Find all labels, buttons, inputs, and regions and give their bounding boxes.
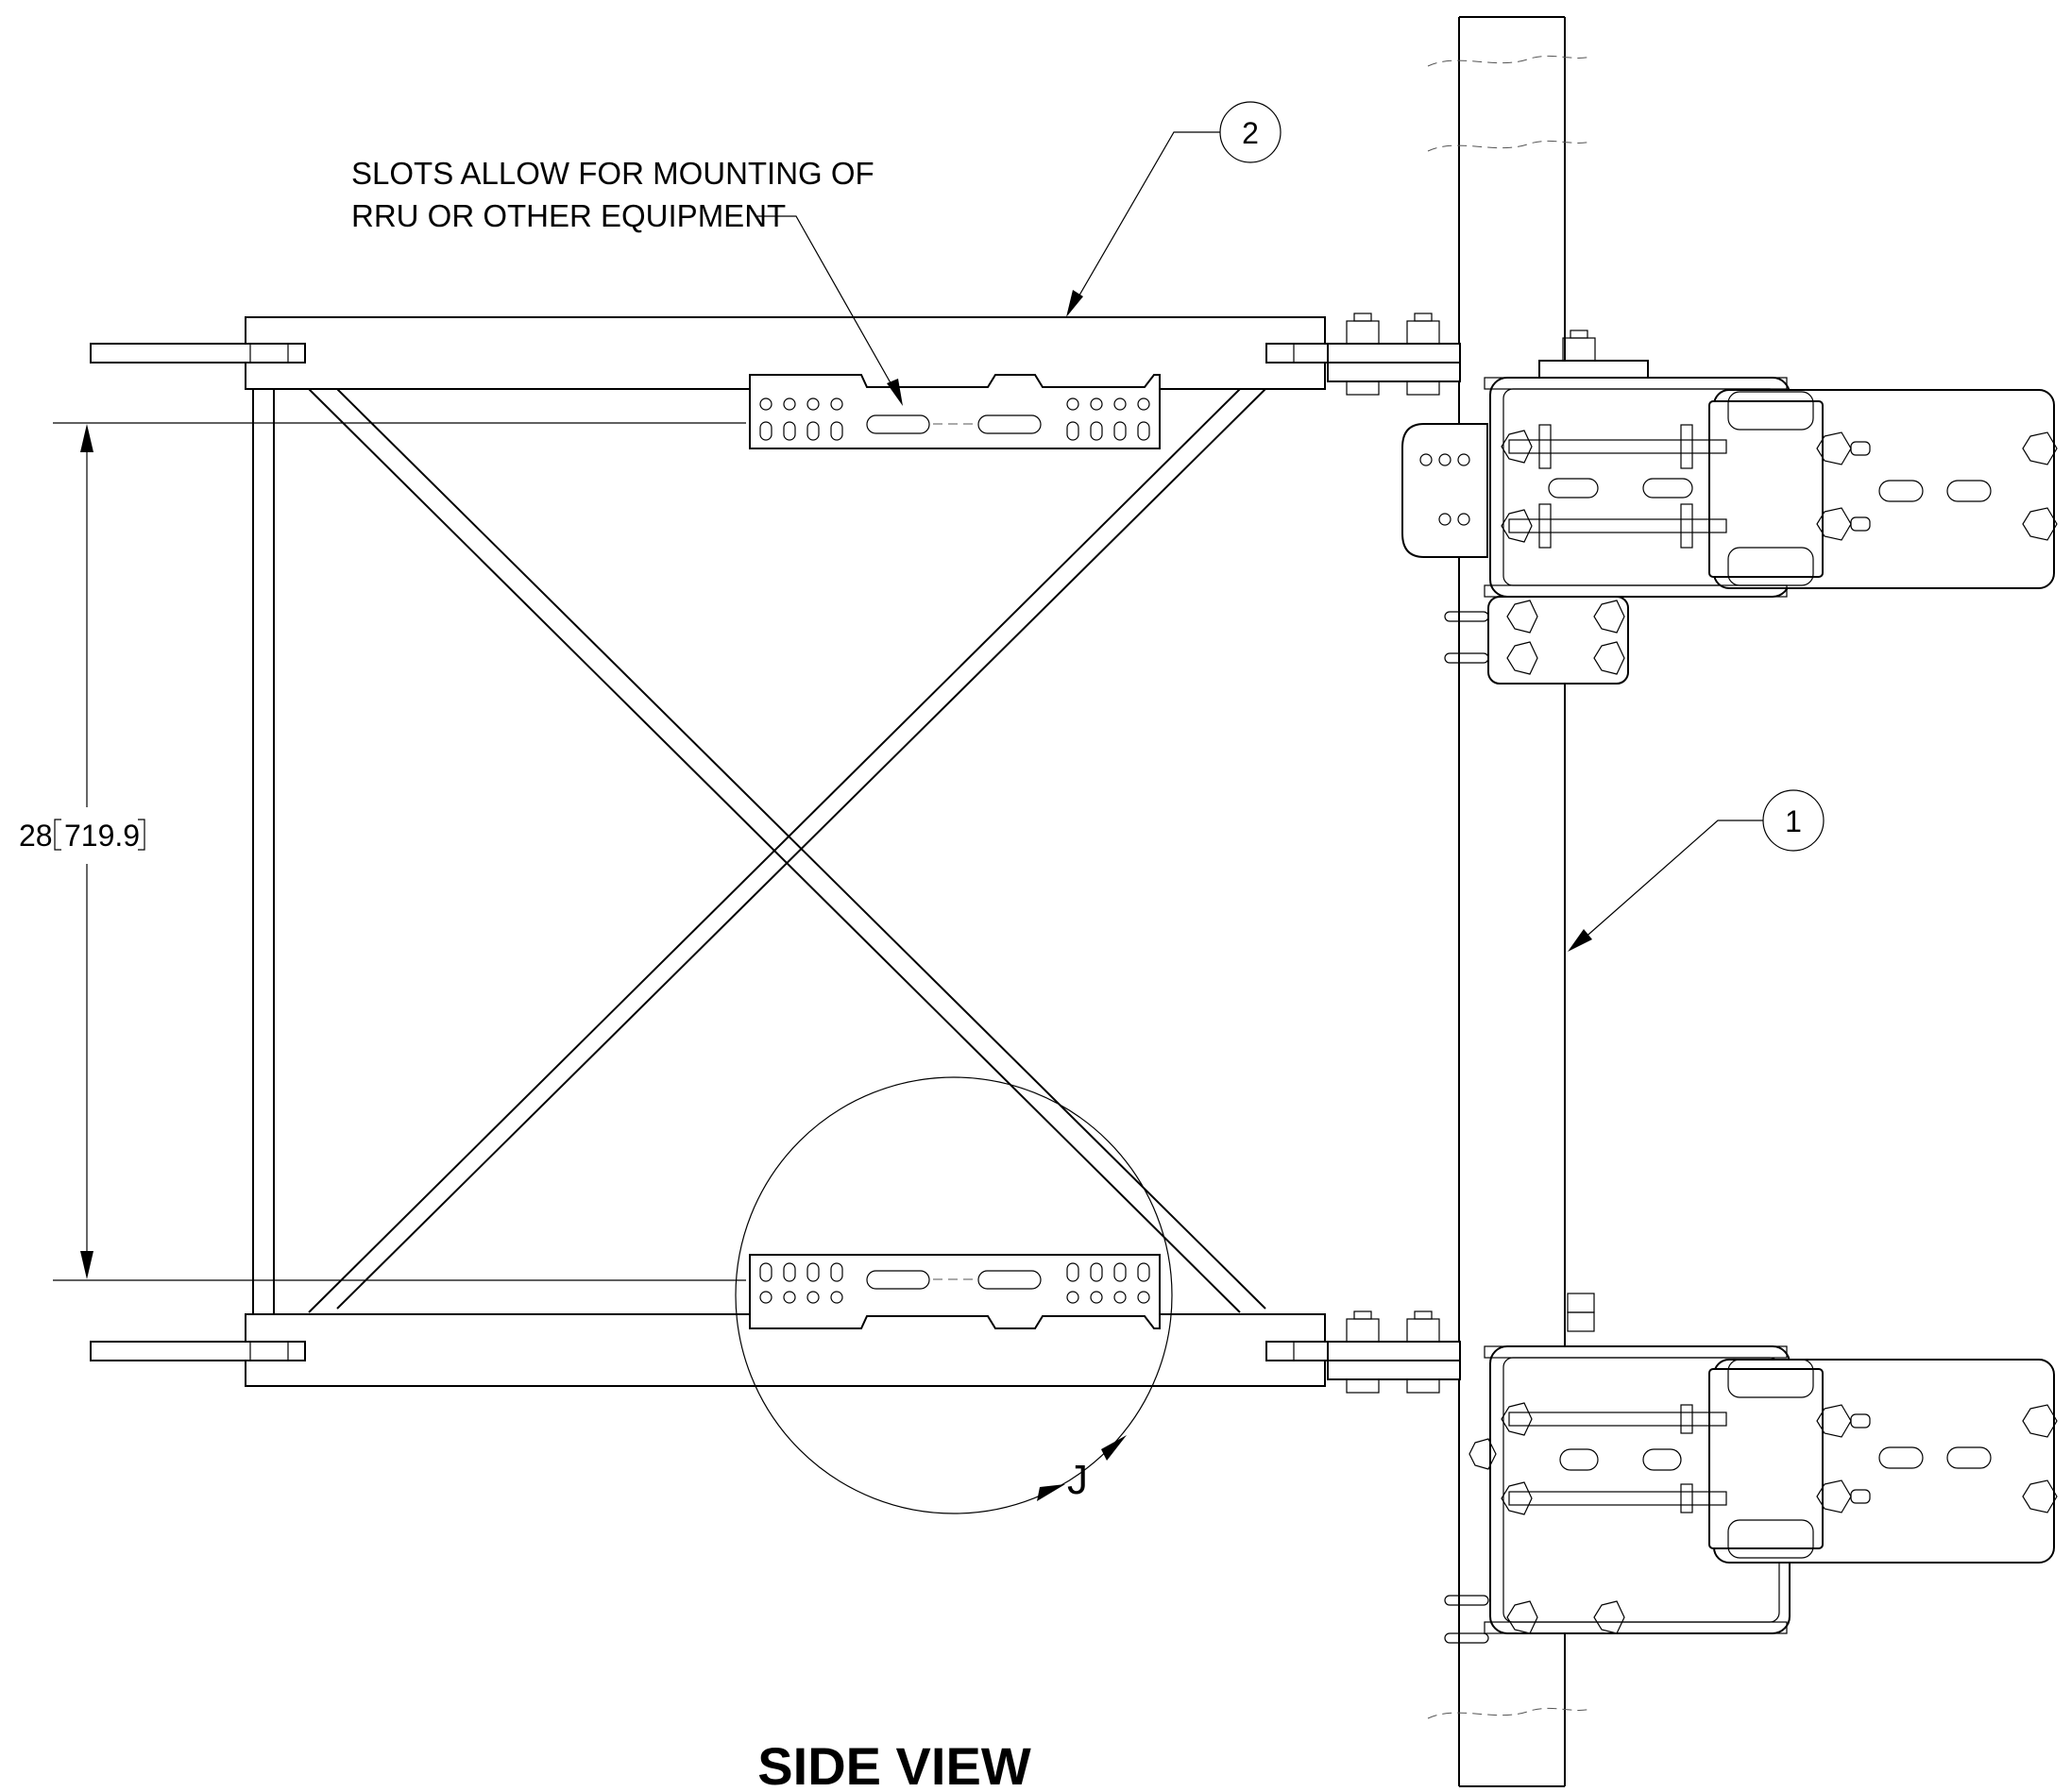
view-title: SIDE VIEW: [757, 1736, 1031, 1792]
detail-j-circle: J: [735, 1076, 1173, 1514]
left-tab-bottom: [90, 1341, 306, 1361]
dimension-28: 28 719.9: [19, 422, 746, 1281]
dimension-mm: 719.9: [64, 819, 140, 853]
note-line-1: SLOTS ALLOW FOR MOUNTING OF: [351, 156, 874, 191]
mounting-note: SLOTS ALLOW FOR MOUNTING OF RRU OR OTHER…: [351, 156, 903, 406]
balloon-item-1: 1: [1568, 789, 1825, 952]
pipe-clamp-upper: [1327, 313, 2058, 685]
svg-text:1: 1: [1785, 804, 1802, 838]
cross-brace: [308, 388, 1266, 1313]
pipe-clamp-lower: [1327, 1293, 2058, 1644]
dimension-inches: 28: [19, 819, 53, 853]
svg-text:2: 2: [1242, 116, 1259, 150]
left-tab-top: [90, 343, 306, 363]
note-line-2: RRU OR OTHER EQUIPMENT: [351, 198, 786, 233]
slotted-plate-top: [749, 374, 1161, 449]
slotted-plate-bottom: [749, 1254, 1161, 1329]
balloon-item-2: 2: [1066, 101, 1282, 317]
detail-label: J: [1067, 1457, 1088, 1503]
frame-assembly: [90, 316, 1459, 1387]
